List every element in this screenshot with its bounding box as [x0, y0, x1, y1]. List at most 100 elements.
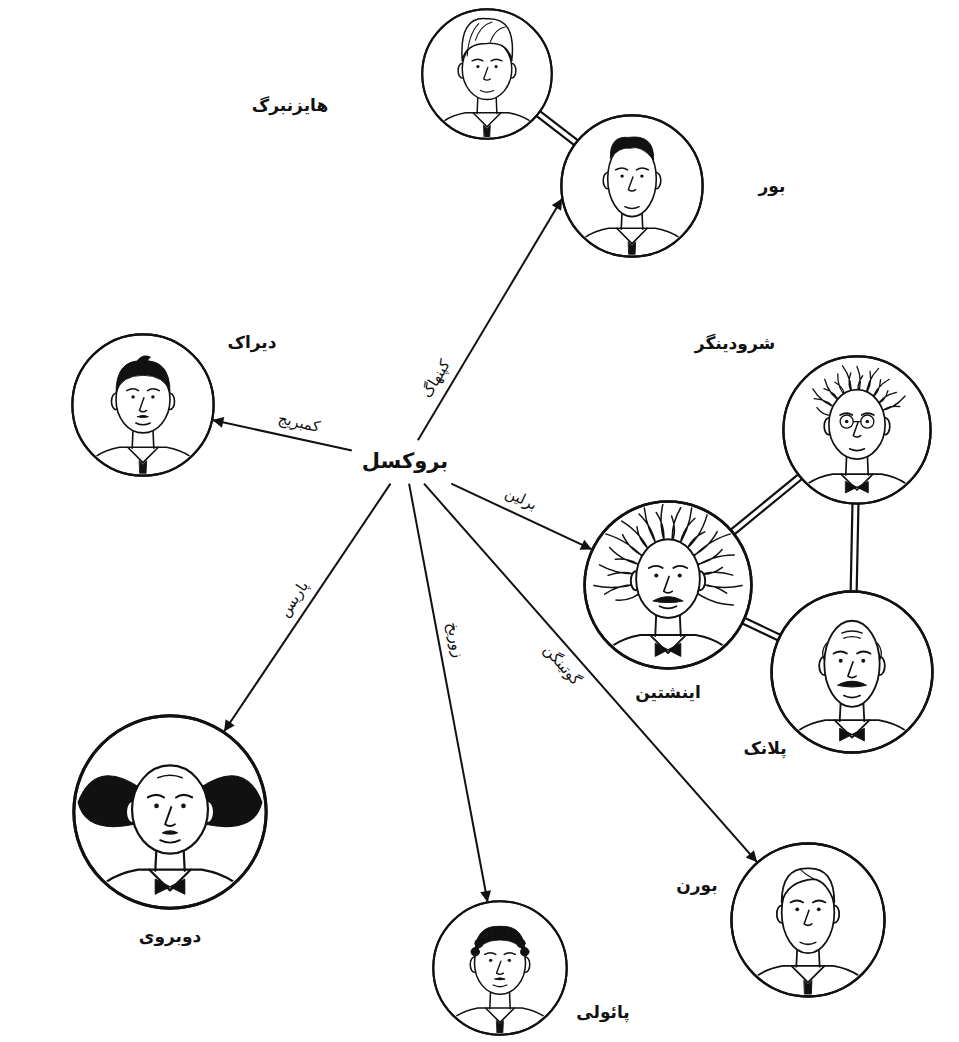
eyebrows: [485, 953, 516, 955]
glasses-bridge: [853, 421, 861, 422]
forehead-line: [158, 775, 183, 777]
caricature: [776, 621, 928, 767]
route-label: زوریخ: [442, 619, 468, 661]
link-bar: [730, 473, 804, 535]
glasses-lens: [861, 415, 874, 428]
mustache: [653, 597, 683, 603]
head: [636, 539, 700, 618]
mouth: [160, 840, 180, 842]
dark-hair: [116, 361, 170, 393]
city-name: بروکسل: [360, 448, 450, 475]
link-bar: [535, 110, 579, 146]
nose: [848, 662, 856, 678]
eye: [839, 659, 843, 663]
eyebrows: [616, 168, 648, 170]
portrait-circle: شرودینگر: [782, 355, 932, 505]
route-label: پاریس: [274, 575, 314, 621]
mouth: [850, 449, 865, 451]
curl: [471, 948, 480, 957]
eye: [845, 420, 849, 424]
route-label: گوتینگن: [538, 639, 586, 690]
portrait-circle: دوبروی: [72, 714, 268, 910]
portrait-outline: [421, 8, 553, 140]
necktie: [484, 125, 491, 143]
eye: [489, 959, 492, 962]
mouth: [493, 985, 507, 987]
eyebrows: [834, 652, 871, 654]
head: [132, 765, 208, 853]
portrait-outline: [782, 355, 932, 505]
shoulders: [426, 113, 548, 150]
nose: [664, 577, 673, 593]
caricature: [78, 765, 262, 924]
eye: [131, 395, 134, 398]
shoulders: [788, 474, 927, 516]
curl: [511, 932, 520, 941]
eye: [654, 573, 658, 577]
link-bar: [741, 617, 782, 641]
circle-border: [74, 716, 266, 908]
shoulders: [736, 966, 880, 1010]
nose: [139, 398, 146, 412]
curl: [521, 948, 530, 957]
eyebrows: [472, 59, 502, 61]
person-name: دوبروی: [139, 925, 201, 947]
person-name: شرودینگر: [695, 332, 775, 354]
eye: [154, 804, 159, 809]
person-name: پلانک: [743, 737, 786, 759]
eye: [817, 907, 821, 911]
mouth: [625, 207, 639, 209]
head: [475, 931, 526, 994]
side-hair: [78, 776, 139, 827]
circle-border: [561, 115, 702, 256]
collar: [486, 1008, 515, 1022]
caricature: [437, 926, 563, 1042]
portrait-circle: پائولی: [432, 900, 568, 1036]
shoulders: [776, 720, 928, 766]
nose: [497, 961, 504, 974]
route-label: کپنهاگ: [416, 355, 455, 403]
scalp-lines: [823, 631, 882, 660]
circle-border: [772, 592, 933, 753]
eye: [861, 659, 865, 663]
circle-border: [731, 843, 884, 996]
portrait-circle: اینشتین: [583, 500, 753, 670]
portrait-outline: [770, 590, 934, 754]
person-name: بور: [759, 175, 786, 197]
portrait-outline: [560, 114, 704, 258]
nose: [804, 910, 812, 925]
bow-tie: [155, 879, 184, 894]
caricature: [589, 501, 746, 682]
caricature: [788, 366, 927, 517]
eyebrows: [649, 566, 687, 568]
mustache: [838, 681, 867, 687]
eye: [495, 65, 498, 68]
mustache: [495, 978, 505, 980]
portrait-outline: [72, 714, 268, 910]
circle-border: [72, 334, 213, 475]
curl: [496, 926, 505, 935]
mouth: [136, 423, 150, 425]
caricature: [426, 19, 548, 150]
circle-border: [433, 901, 566, 1034]
portrait-circle: دیراک: [71, 333, 215, 477]
eye: [508, 959, 511, 962]
shoulders: [76, 447, 209, 488]
person-name: بورن: [676, 874, 717, 896]
eye: [181, 804, 186, 809]
arrow-connector: [424, 484, 757, 863]
nose: [628, 177, 635, 191]
glasses-lens: [840, 415, 853, 428]
eye: [151, 395, 154, 398]
eye: [795, 907, 799, 911]
eye: [866, 420, 870, 424]
portrait-circle: هایزنبرگ: [421, 8, 553, 140]
portrait-outline: [730, 842, 886, 998]
side-hair: [201, 776, 262, 827]
shoulders: [589, 635, 746, 683]
arrow-connector: [409, 484, 488, 903]
shoulders: [79, 870, 260, 925]
eyebrows: [127, 389, 159, 391]
